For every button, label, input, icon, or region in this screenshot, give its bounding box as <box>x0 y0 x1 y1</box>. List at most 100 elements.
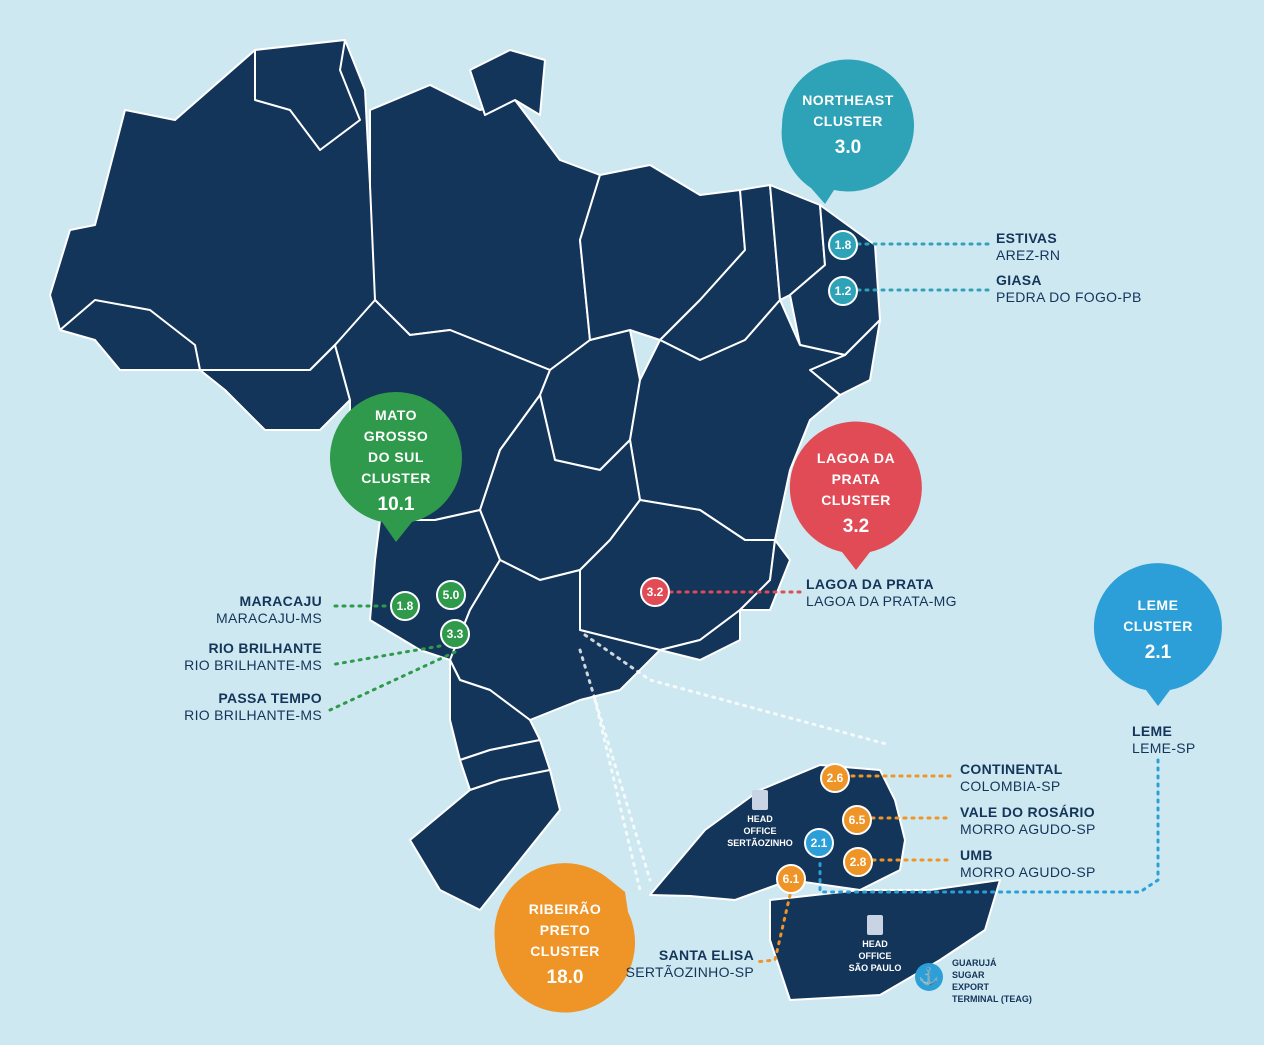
office-line: OFFICE <box>743 826 777 836</box>
sp-inset <box>649 764 1001 1001</box>
mato-grosso-cluster: MATO GROSSO DO SUL CLUSTER 10.1 <box>330 400 462 522</box>
estivas-label: ESTIVAS AREZ-RN <box>996 230 1060 264</box>
cluster-value: 3.0 <box>834 137 862 158</box>
mill-name: LEME <box>1132 723 1173 739</box>
mill-location: MORRO AGUDO-SP <box>960 821 1096 837</box>
cluster-value: 2.1 <box>1144 642 1172 663</box>
vale-dot: 6.5 <box>842 805 872 835</box>
giasa-label: GIASA PEDRA DO FOGO-PB <box>996 272 1142 306</box>
office-line: SERTÃOZINHO <box>727 838 793 848</box>
cluster-name-line: LEME <box>1137 597 1179 613</box>
mill-location: AREZ-RN <box>996 247 1061 263</box>
guaruja-terminal-label: GUARUJÁ SUGAR EXPORT TERMINAL (TEAG) <box>952 957 1032 1005</box>
office-line: OFFICE <box>858 951 892 961</box>
mill-location: LEME-SP <box>1132 740 1196 756</box>
cluster-value: 3.2 <box>842 515 870 537</box>
state-acre <box>59 299 201 371</box>
estivas-dot: 1.8 <box>828 230 858 260</box>
mill-name: RIO BRILHANTE <box>208 640 322 656</box>
umb-label: UMB MORRO AGUDO-SP <box>960 847 1096 881</box>
giasa-dot: 1.2 <box>828 276 858 306</box>
state-rondonia <box>199 344 351 431</box>
mato-grosso-marker <box>329 391 462 542</box>
mill-location: SERTÃOZINHO-SP <box>625 964 754 980</box>
leme-label: LEME LEME-SP <box>1132 723 1196 757</box>
passa-tempo-label: PASSA TEMPO RIO BRILHANTE-MS <box>184 690 322 724</box>
building-icon <box>867 915 883 935</box>
mill-location: LAGOA DA PRATA-MG <box>806 593 957 609</box>
office-line: HEAD <box>747 814 773 824</box>
cluster-name-line: PRETO <box>539 921 591 938</box>
mill-name: UMB <box>960 847 993 863</box>
mill-location: PEDRA DO FOGO-PB <box>996 289 1142 305</box>
cluster-name-line: GROSSO <box>363 428 429 444</box>
terminal-line: SUGAR <box>952 970 985 980</box>
mill-location: RIO BRILHANTE-MS <box>184 657 322 673</box>
ribeirao-marker <box>494 863 635 1013</box>
anchor-icon: ⚓ <box>915 963 943 991</box>
santa-elisa-label: SANTA ELISA SERTÃOZINHO-SP <box>626 947 754 981</box>
cluster-name-line: MATO <box>375 407 417 423</box>
terminal-line: GUARUJÁ <box>952 958 997 968</box>
cluster-name-line: NORTHEAST <box>802 92 894 108</box>
state-roraima <box>254 39 361 151</box>
head-office-sertaozinho: HEAD OFFICE SERTÃOZINHO <box>700 790 820 849</box>
cluster-name-line: CLUSTER <box>361 470 431 486</box>
cluster-name-line: CLUSTER <box>821 491 891 508</box>
mill-name: GIASA <box>996 272 1042 288</box>
vale-label: VALE DO ROSÁRIO MORRO AGUDO-SP <box>960 804 1096 838</box>
cluster-value: 18.0 <box>546 966 584 988</box>
mill-name: VALE DO ROSÁRIO <box>960 804 1095 820</box>
office-line: SÃO PAULO <box>848 963 902 973</box>
cluster-name-line: CLUSTER <box>813 113 883 129</box>
cluster-name-line: CLUSTER <box>1123 618 1193 634</box>
cluster-name-line: DO SUL <box>368 449 424 465</box>
maracaju-dot: 1.8 <box>390 591 420 621</box>
ribeirao-cluster: RIBEIRÃO PRETO CLUSTER 18.0 <box>495 885 635 1003</box>
state-rj <box>659 609 741 661</box>
inset-south <box>769 879 1001 1001</box>
cluster-name-line: LAGOA DA <box>816 449 896 466</box>
leme-marker <box>1093 563 1222 706</box>
state-bahia <box>629 299 846 541</box>
cluster-markers <box>329 59 1222 1013</box>
mill-name: SANTA ELISA <box>658 947 754 963</box>
maracaju-label: MARACAJU MARACAJU-MS <box>216 593 322 627</box>
mill-name: LAGOA DA PRATA <box>806 576 934 592</box>
state-es <box>739 539 791 611</box>
brazil-states <box>49 39 881 911</box>
lagoa-prata-label: LAGOA DA PRATA LAGOA DA PRATA-MG <box>806 576 957 610</box>
northeast-cluster: NORTHEAST CLUSTER 3.0 <box>782 70 914 180</box>
continental-label: CONTINENTAL COLOMBIA-SP <box>960 761 1063 795</box>
cluster-name-line: PRATA <box>831 470 881 487</box>
state-amapa <box>469 49 546 116</box>
rio-brilhante-label: RIO BRILHANTE RIO BRILHANTE-MS <box>184 640 322 674</box>
leme-dot: 2.1 <box>804 828 834 858</box>
continental-dot: 2.6 <box>820 763 850 793</box>
leader-lines <box>328 242 1160 964</box>
mill-name: ESTIVAS <box>996 230 1057 246</box>
mill-name: MARACAJU <box>239 593 322 609</box>
state-para <box>369 84 601 371</box>
building-icon <box>752 790 768 810</box>
mill-name: CONTINENTAL <box>960 761 1063 777</box>
office-line: HEAD <box>862 939 888 949</box>
cluster-name-line: RIBEIRÃO <box>528 900 602 917</box>
rio-brilhante-dot: 5.0 <box>436 580 466 610</box>
terminal-line: EXPORT <box>952 982 990 992</box>
mill-location: MARACAJU-MS <box>216 610 322 626</box>
head-office-sao-paulo: HEAD OFFICE SÃO PAULO <box>820 915 930 974</box>
passa-tempo-dot: 3.3 <box>440 619 470 649</box>
lagoa-prata-dot: 3.2 <box>640 577 670 607</box>
santa-elisa-dot: 6.1 <box>776 864 806 894</box>
cluster-value: 10.1 <box>377 494 415 515</box>
northeast-marker <box>781 59 914 205</box>
lagoa-marker <box>789 421 922 570</box>
mill-location: RIO BRILHANTE-MS <box>184 707 322 723</box>
cluster-name-line: CLUSTER <box>530 942 600 959</box>
mill-location: COLOMBIA-SP <box>960 778 1061 794</box>
leme-cluster: LEME CLUSTER 2.1 <box>1094 580 1222 680</box>
lagoa-cluster: LAGOA DA PRATA CLUSTER 3.2 <box>790 434 922 552</box>
mill-location: MORRO AGUDO-SP <box>960 864 1096 880</box>
